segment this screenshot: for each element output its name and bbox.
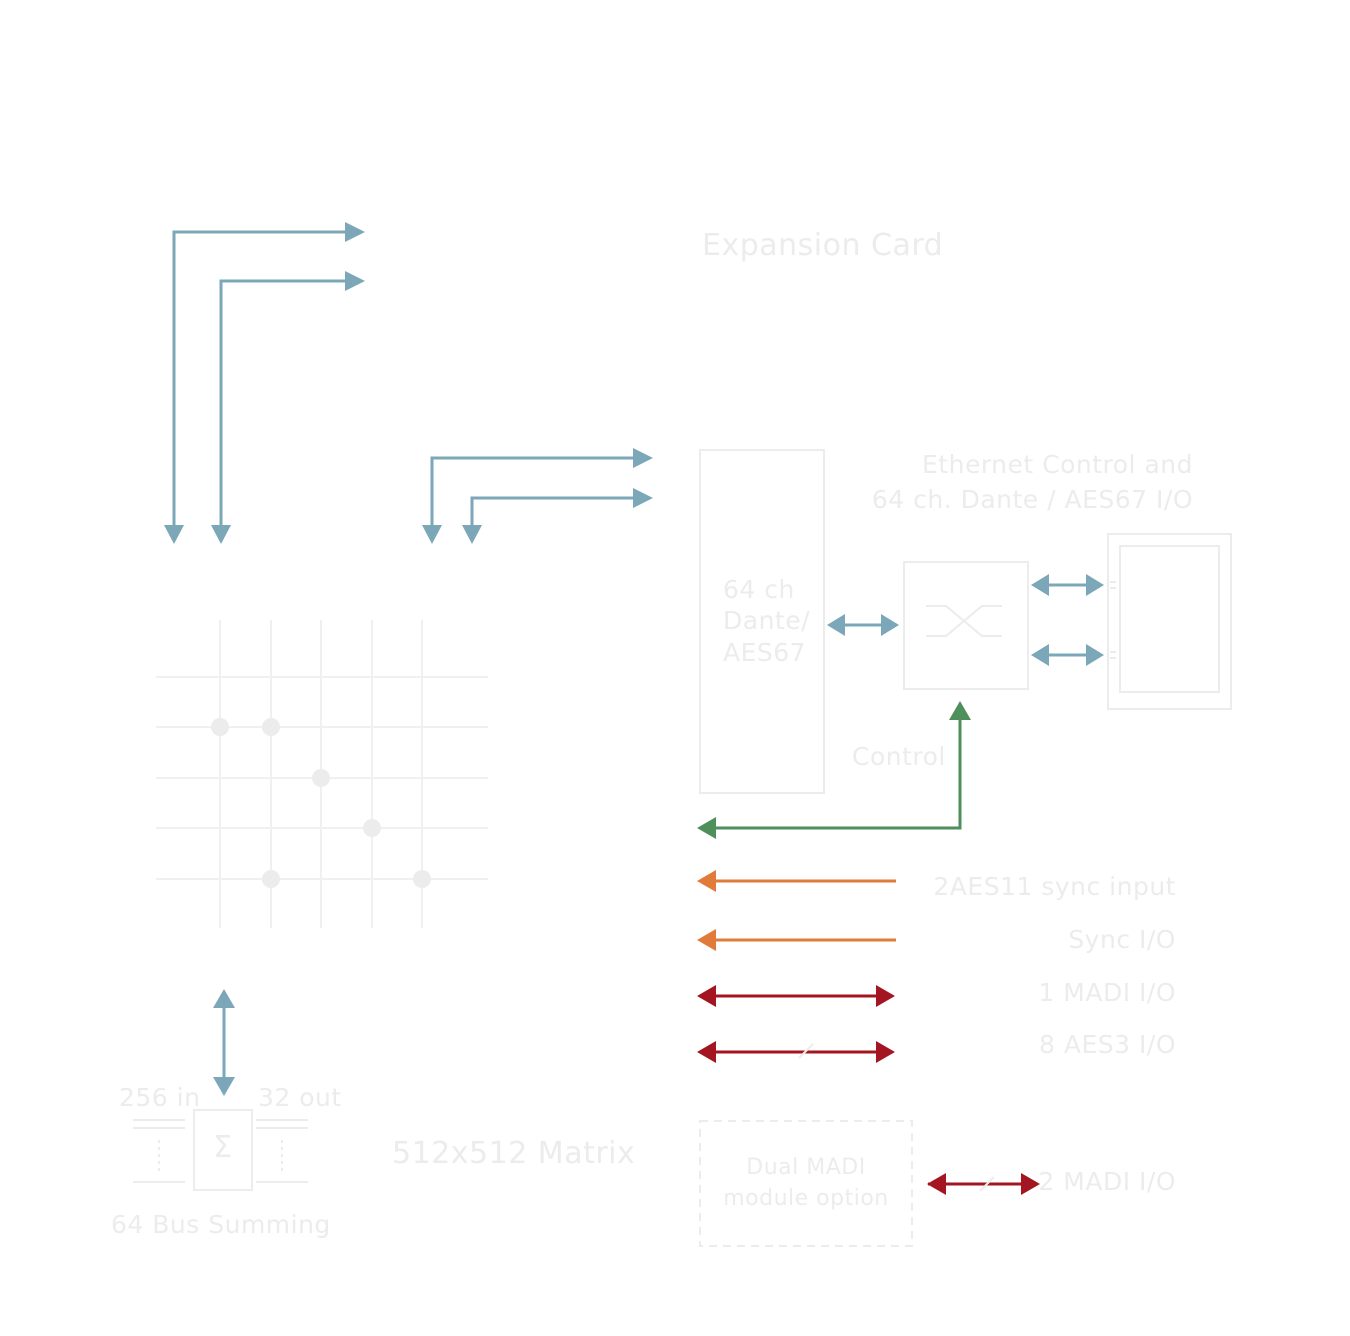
madi-module-line2: module option: [723, 1186, 889, 1211]
switch-port-arrows: [1031, 574, 1104, 666]
expansion-card-label: Expansion Card: [702, 228, 944, 263]
madi-module-line1: Dual MADI: [746, 1155, 866, 1180]
madi-io-label: 1 MADI I/O: [1038, 978, 1176, 1007]
madi-aes3-arrows: [697, 985, 1040, 1195]
network-switch: [903, 561, 1029, 690]
summing-link-arrow: [213, 989, 235, 1096]
madi2-io-label: 2 MADI I/O: [1038, 1167, 1176, 1196]
crosspoint-dots: [211, 718, 431, 888]
sigma-symbol: Σ: [213, 1130, 233, 1165]
summing-out-label: 32 out: [258, 1083, 342, 1112]
dante-block: [699, 449, 825, 794]
aes3-io-label: 8 AES3 I/O: [1039, 1030, 1176, 1059]
aes11-label: 2AES11 sync input: [933, 872, 1176, 901]
dante-label-line2: Dante/: [723, 606, 811, 635]
summing-caption: 64 Bus Summing: [111, 1210, 331, 1239]
dante-switch-arrow: [827, 614, 899, 636]
dante-label-line3: AES67: [723, 638, 807, 667]
ethernet-ports: [1107, 533, 1232, 710]
sync-arrows: [697, 870, 896, 951]
summing-in-label: 256 in: [119, 1083, 201, 1112]
ethernet-label-line1: Ethernet Control and: [922, 450, 1193, 479]
madi-module-box: [699, 1120, 913, 1247]
control-arrow: [697, 701, 971, 839]
summing-block: [133, 1109, 308, 1191]
expansion-arrows: [430, 448, 653, 527]
control-label: Control: [852, 742, 946, 771]
ethernet-label-line2: 64 ch. Dante / AES67 I/O: [871, 485, 1193, 514]
dante-label-line1: 64 ch: [723, 575, 795, 604]
matrix-input-arrows: [172, 222, 365, 527]
sync-io-label: Sync I/O: [1068, 925, 1176, 954]
matrix-label: 512x512 Matrix: [392, 1136, 636, 1171]
matrix-input-arrowheads: [164, 525, 482, 544]
